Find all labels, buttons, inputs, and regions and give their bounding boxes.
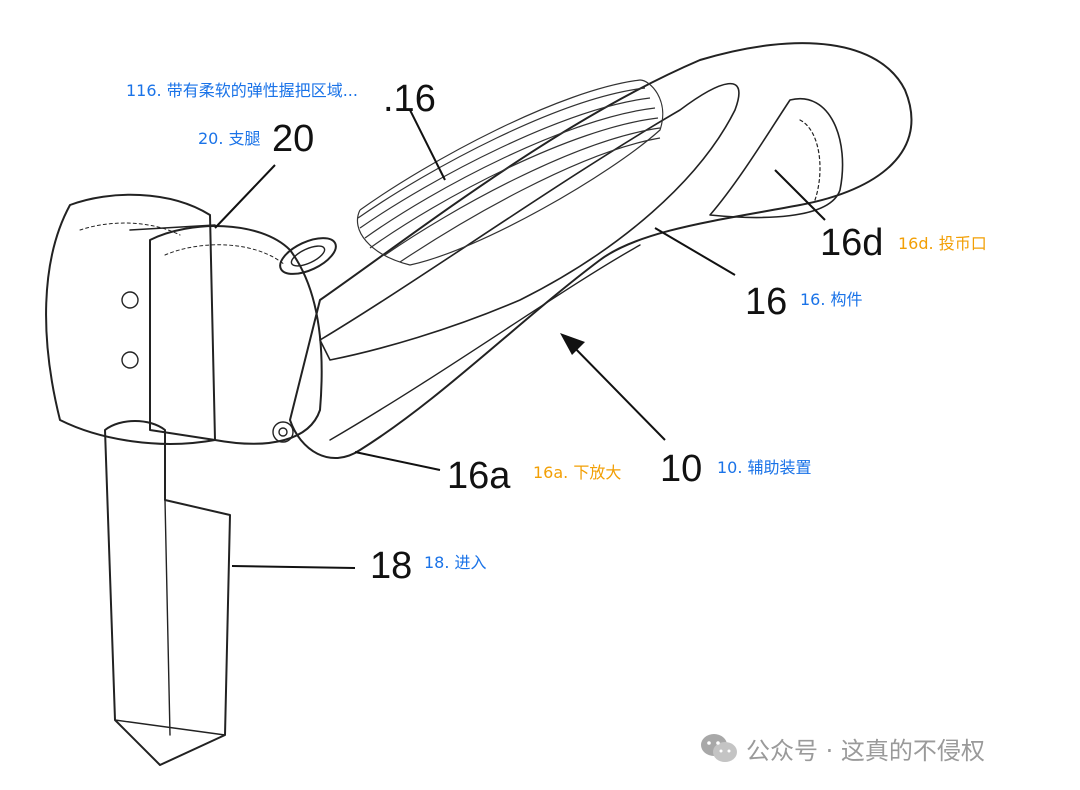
coin-slot <box>709 97 844 219</box>
annotation-16a: 16a. 下放大 <box>533 463 622 482</box>
watermark-text: 公众号 · 这真的不侵权 <box>746 736 985 765</box>
oval-button <box>279 237 337 275</box>
watermark: 公众号 · 这真的不侵权 <box>700 732 985 765</box>
leader-16a <box>354 451 441 471</box>
leg <box>104 420 231 766</box>
annotation-20: 20. 支腿 <box>198 129 261 148</box>
arrow-head-10 <box>560 333 585 355</box>
annotation-116: 116. 带有柔软的弹性握把区域... <box>126 81 358 100</box>
numeral-116: .16 <box>383 78 436 120</box>
numeral-20: 20 <box>272 118 315 160</box>
wechat-icon <box>701 734 737 762</box>
handle-body <box>289 42 913 460</box>
annotation-16: 16. 构件 <box>800 290 863 309</box>
leader-18 <box>231 565 356 569</box>
leader-16 <box>654 227 736 276</box>
head-block-right <box>149 225 323 445</box>
numeral-18: 18 <box>370 545 413 587</box>
leader-20 <box>214 164 276 229</box>
numeral-16: 16 <box>745 281 788 323</box>
numeral-16a: 16a <box>447 455 511 497</box>
annotation-16d: 16d. 投币口 <box>898 234 987 253</box>
leader-116 <box>409 109 446 181</box>
annotation-10: 10. 辅助装置 <box>717 458 812 477</box>
grip-boundary <box>319 82 740 361</box>
annotation-18: 18. 进入 <box>424 553 487 572</box>
leader-10 <box>566 339 666 441</box>
head-block-left <box>45 193 216 445</box>
numeral-16d: 16d <box>820 222 884 264</box>
numeral-10: 10 <box>660 448 703 490</box>
textured-grip <box>356 79 664 266</box>
leader-16d <box>774 169 826 221</box>
